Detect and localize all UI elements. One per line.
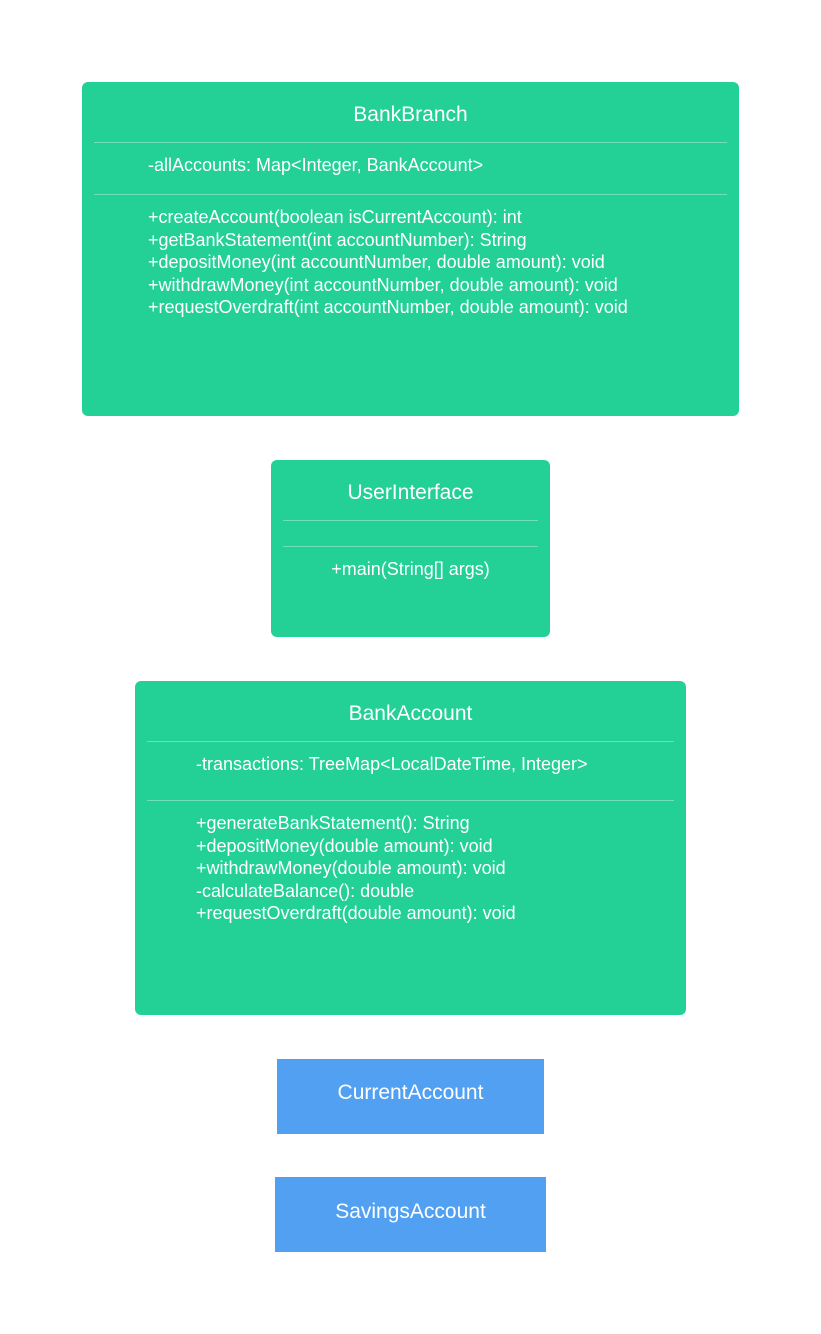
- divider: [283, 520, 538, 521]
- class-box-currentaccount: CurrentAccount: [277, 1059, 544, 1134]
- method: +getBankStatement(int accountNumber): St…: [148, 229, 527, 250]
- method: +withdrawMoney(int accountNumber, double…: [148, 274, 618, 295]
- class-box-bankbranch: BankBranch -allAccounts: Map<Integer, Ba…: [82, 82, 739, 416]
- method: +depositMoney(double amount): void: [196, 835, 493, 856]
- methods-section: +createAccount(boolean isCurrentAccount)…: [82, 195, 739, 319]
- method: +createAccount(boolean isCurrentAccount)…: [148, 207, 522, 227]
- attributes-section: -transactions: TreeMap<LocalDateTime, In…: [135, 742, 686, 789]
- divider: [147, 800, 674, 801]
- method: +main(String[] args): [331, 559, 490, 579]
- methods-section: +generateBankStatement(): String +deposi…: [135, 801, 686, 925]
- class-box-savingsaccount: SavingsAccount: [275, 1177, 546, 1252]
- class-name: SavingsAccount: [335, 1200, 486, 1223]
- divider: [94, 142, 727, 143]
- class-name: BankBranch: [353, 103, 468, 126]
- method: +requestOverdraft(int accountNumber, dou…: [148, 297, 628, 317]
- attributes-section: [271, 521, 550, 546]
- class-box-userinterface: UserInterface +main(String[] args): [271, 460, 550, 637]
- class-name: UserInterface: [347, 481, 474, 504]
- attribute: -allAccounts: Map<Integer, BankAccount>: [148, 155, 484, 175]
- method: -calculateBalance(): double: [196, 880, 415, 901]
- methods-section: +main(String[] args): [271, 547, 550, 581]
- method: +requestOverdraft(double amount): void: [196, 903, 516, 923]
- class-box-bankaccount: BankAccount -transactions: TreeMap<Local…: [135, 681, 686, 1015]
- class-name: BankAccount: [348, 702, 473, 725]
- divider: [147, 741, 674, 742]
- divider: [94, 194, 727, 195]
- divider: [283, 546, 538, 547]
- method: +withdrawMoney(double amount): void: [196, 858, 506, 878]
- method: +generateBankStatement(): String: [196, 813, 470, 833]
- class-name: CurrentAccount: [337, 1081, 484, 1104]
- attributes-section: -allAccounts: Map<Integer, BankAccount>: [82, 143, 739, 190]
- method: +depositMoney(int accountNumber, double …: [148, 252, 605, 272]
- attribute: -transactions: TreeMap<LocalDateTime, In…: [196, 754, 588, 774]
